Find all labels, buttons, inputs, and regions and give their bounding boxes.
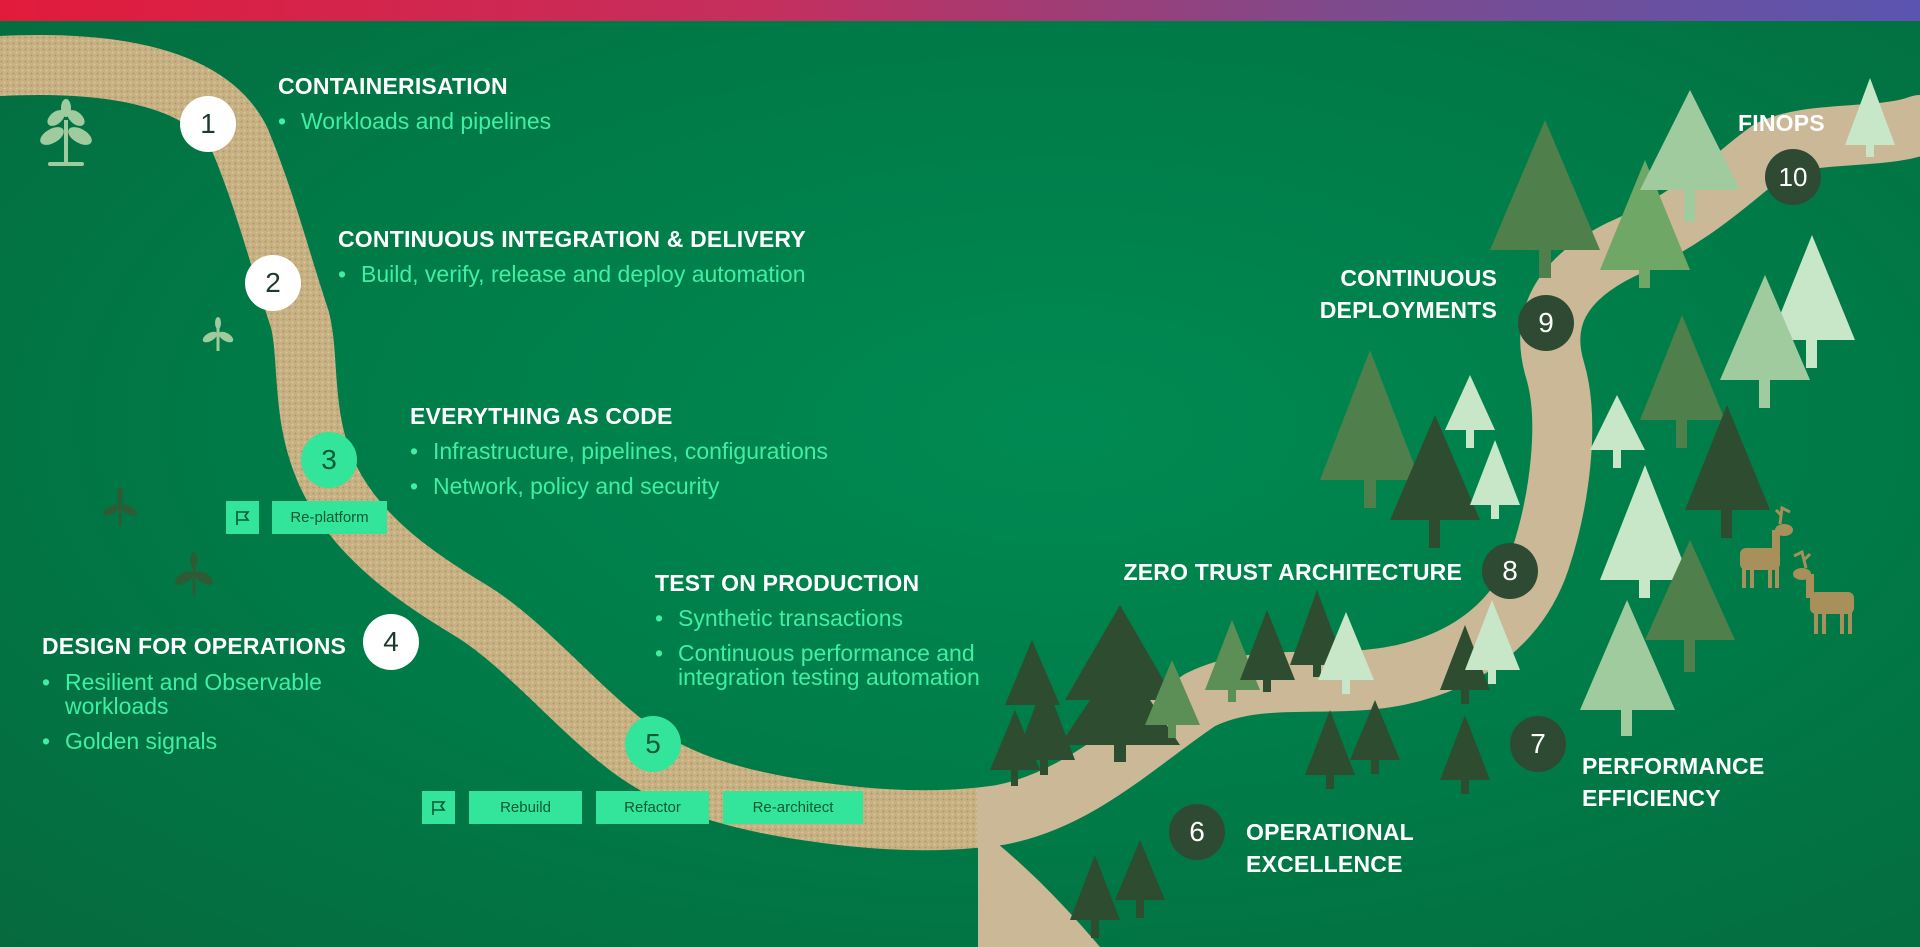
pine-tree-icon — [1115, 840, 1165, 918]
bullet-item: Synthetic transactions — [655, 606, 1035, 630]
step-title-finops: FINOPS — [1738, 110, 1825, 136]
step-title-test-on-production: TEST ON PRODUCTION — [655, 570, 920, 596]
pine-tree-icon — [1580, 600, 1675, 736]
sprout-icon — [174, 552, 214, 596]
bullet-item: Resilient and Observable workloads — [42, 670, 352, 718]
bullet-item: Network, policy and security — [410, 474, 828, 498]
step-title-zero-trust: ZERO TRUST ARCHITECTURE — [1123, 559, 1462, 585]
pine-tree-icon — [1685, 405, 1770, 538]
flag-icon — [422, 791, 455, 824]
step-marker-8: 8 — [1482, 543, 1538, 599]
forest — [990, 78, 1895, 938]
title-line: PERFORMANCE — [1582, 753, 1765, 779]
tag-refactor: Refactor — [596, 791, 709, 824]
step-marker-7: 7 — [1510, 716, 1566, 772]
step-bullets-1: Workloads and pipelines — [278, 109, 551, 144]
sprout-icon — [102, 487, 138, 526]
step-title-design-for-operations: DESIGN FOR OPERATIONS — [42, 633, 347, 659]
tag-replatform: Re-platform — [272, 501, 387, 534]
pine-tree-icon — [1145, 660, 1200, 738]
step-title-continuous-deployments: CONTINUOUS DEPLOYMENTS — [1200, 262, 1497, 326]
pine-tree-icon — [1440, 715, 1490, 794]
step-bullets-3: Infrastructure, pipelines, configuration… — [410, 439, 828, 509]
step-marker-2: 2 — [245, 255, 301, 311]
step-marker-1: 1 — [180, 96, 236, 152]
top-gradient-bar — [0, 0, 1920, 21]
pine-tree-icon — [1845, 78, 1895, 157]
title-line: CONTINUOUS — [1340, 265, 1497, 291]
pine-tree-icon — [1470, 440, 1520, 519]
pine-tree-icon — [1640, 315, 1725, 448]
bullet-item: Golden signals — [42, 729, 352, 753]
bullet-item: Infrastructure, pipelines, configuration… — [410, 439, 828, 463]
step-title-ci-cd: CONTINUOUS INTEGRATION & DELIVERY — [338, 226, 806, 252]
deer-icon — [1793, 549, 1854, 634]
title-line: OPERATIONAL — [1246, 819, 1414, 845]
pine-tree-icon — [1445, 375, 1495, 448]
pine-tree-icon — [1290, 590, 1345, 677]
pine-tree-icon — [1590, 395, 1645, 468]
pine-tree-icon — [1440, 625, 1490, 704]
sprout-icon — [202, 317, 234, 351]
pine-tree-icon — [1350, 700, 1400, 774]
tag-rearchitect: Re-architect — [723, 791, 863, 824]
pine-tree-icon — [1465, 600, 1520, 684]
step-title-containerisation: CONTAINERISATION — [278, 73, 508, 99]
bullet-item: Workloads and pipelines — [278, 109, 551, 133]
pine-tree-icon — [1060, 605, 1180, 762]
bullet-item: Continuous performance and integration t… — [655, 641, 1035, 689]
title-line: EFFICIENCY — [1582, 785, 1721, 811]
step-title-everything-as-code: EVERYTHING AS CODE — [410, 403, 673, 429]
pine-tree-icon — [1645, 540, 1735, 672]
pine-tree-icon — [990, 710, 1040, 786]
title-line: EXCELLENCE — [1246, 851, 1403, 877]
step-marker-5: 5 — [625, 716, 681, 772]
step-marker-6: 6 — [1169, 804, 1225, 860]
deer-icon — [1740, 505, 1793, 588]
pine-tree-icon — [1240, 610, 1295, 692]
pine-tree-icon — [1600, 160, 1690, 288]
pine-tree-icon — [1490, 120, 1600, 278]
road-gravel-section — [0, 34, 978, 851]
step-bullets-4: Resilient and Observable workloads Golde… — [42, 670, 352, 764]
step-marker-3: 3 — [301, 432, 357, 488]
step-marker-10: 10 — [1765, 149, 1821, 205]
step-marker-9: 9 — [1518, 295, 1574, 351]
pine-tree-icon — [1640, 90, 1740, 222]
pine-tree-icon — [1770, 235, 1855, 368]
pine-tree-icon — [1318, 612, 1374, 694]
pine-tree-icon — [1720, 275, 1810, 408]
step-title-operational-excellence: OPERATIONAL EXCELLENCE — [1246, 816, 1414, 880]
step-marker-4: 4 — [363, 614, 419, 670]
pine-tree-icon — [1600, 465, 1690, 598]
sprout-icon — [40, 99, 92, 166]
title-line: DEPLOYMENTS — [1319, 297, 1497, 323]
pine-tree-icon — [1320, 350, 1420, 508]
pine-tree-icon — [1070, 855, 1120, 938]
pine-tree-icon — [1305, 710, 1355, 789]
flag-icon — [226, 501, 259, 534]
step-title-performance-efficiency: PERFORMANCE EFFICIENCY — [1582, 750, 1764, 814]
step-bullets-2: Build, verify, release and deploy automa… — [338, 262, 806, 297]
step-bullets-5: Synthetic transactions Continuous perfor… — [655, 606, 1035, 700]
pine-tree-icon — [1390, 415, 1480, 548]
bullet-item: Build, verify, release and deploy automa… — [338, 262, 806, 286]
tag-rebuild: Rebuild — [469, 791, 582, 824]
